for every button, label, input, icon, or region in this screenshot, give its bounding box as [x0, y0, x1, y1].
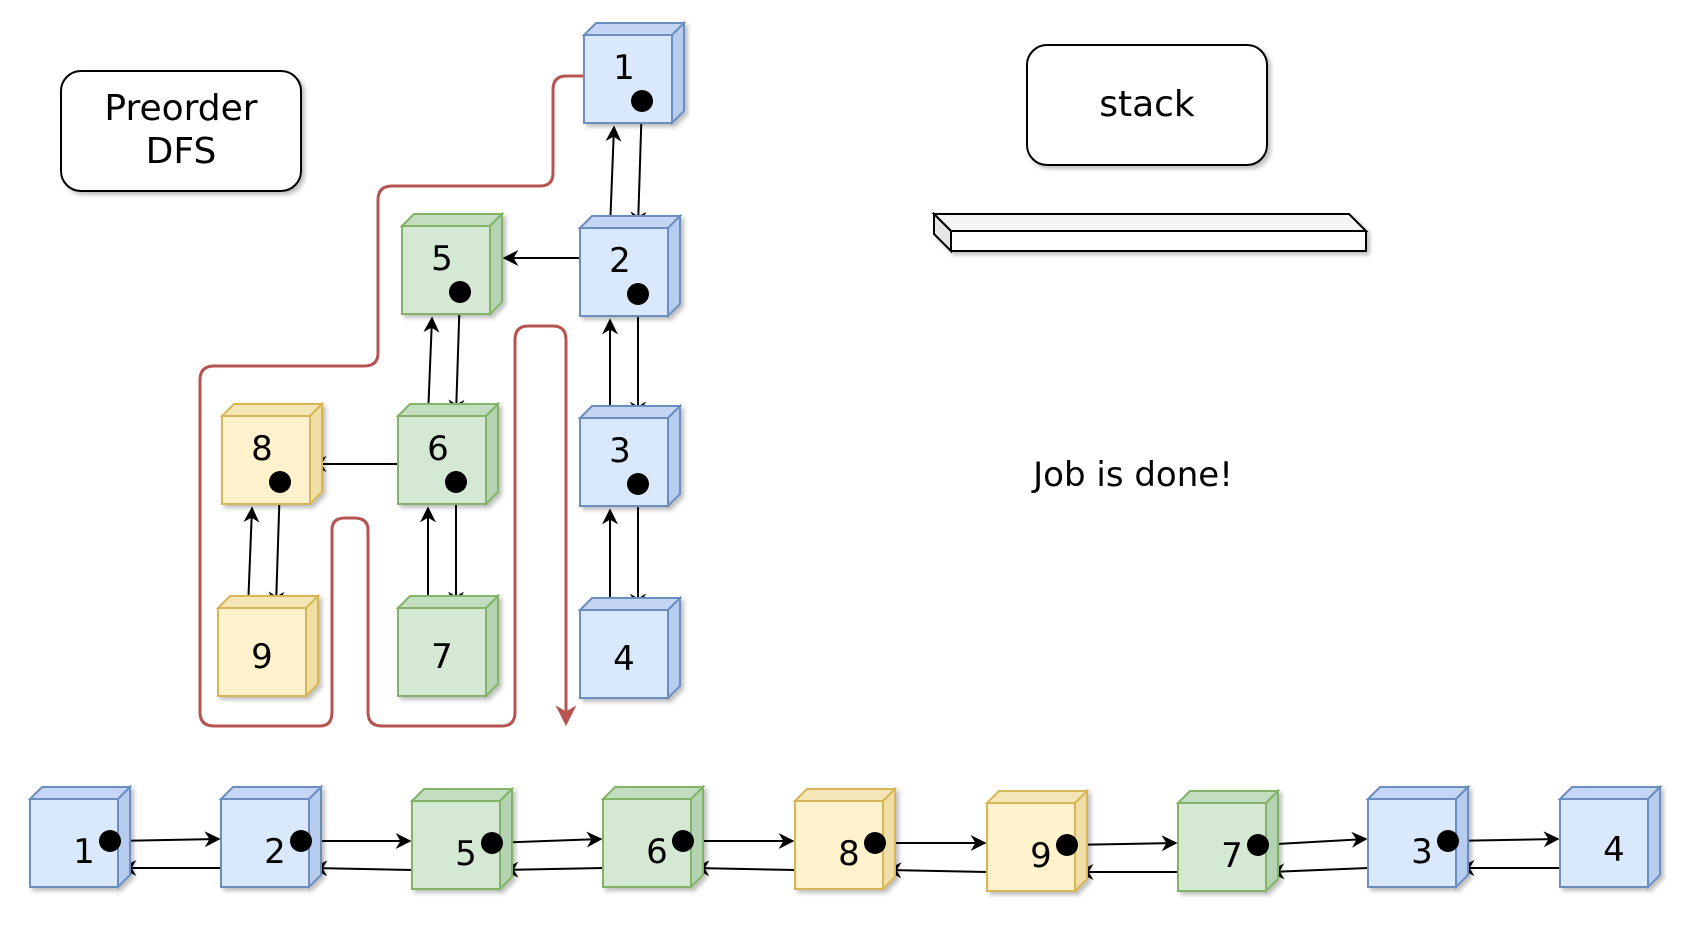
list-node-5-pointer-dot: [481, 832, 503, 854]
list-node-4: 4: [1557, 784, 1663, 890]
list-prev-9-8: [885, 862, 988, 879]
list-node-6-label: 6: [646, 832, 668, 872]
tree-node-6-pointer-dot: [445, 471, 467, 493]
tree-node-3-label: 3: [609, 431, 631, 471]
list-node-9-label: 9: [1030, 836, 1052, 876]
tree-node-8-label: 8: [251, 429, 273, 469]
edge-6-to-5: [423, 316, 440, 417]
tree-node-7: 7: [395, 593, 501, 699]
title-line-2: DFS: [146, 131, 217, 172]
tree-node-8: 8: [219, 401, 325, 507]
tree-node-1: 1: [581, 20, 687, 126]
list-node-9-pointer-dot: [1056, 834, 1078, 856]
list-node-7-pointer-dot: [1247, 834, 1269, 856]
list-node-1: 1: [27, 784, 133, 890]
stack-shelf: [931, 211, 1369, 254]
list-prev-3-7: [1268, 863, 1369, 880]
tree-node-7-label: 7: [431, 637, 453, 677]
edge-2-to-1: [605, 125, 622, 229]
list-node-6: 6: [600, 784, 706, 890]
list-node-7-label: 7: [1221, 836, 1243, 876]
list-node-3-pointer-dot: [1437, 830, 1459, 852]
list-node-1-label: 1: [73, 832, 95, 872]
tree-node-3-pointer-dot: [627, 473, 649, 495]
tree-node-5-pointer-dot: [449, 281, 471, 303]
tree-node-6-label: 6: [427, 429, 449, 469]
tree-node-4-label: 4: [613, 639, 635, 679]
tree-node-2: 2: [577, 213, 683, 319]
tree-node-9: 9: [215, 593, 321, 699]
tree-node-3: 3: [577, 403, 683, 509]
traversal-path: [198, 74, 583, 728]
title-line-1: Preorder: [104, 88, 257, 129]
tree-node-1-pointer-dot: [631, 90, 653, 112]
list-node-5: 5: [409, 786, 515, 892]
status-message: Job is done!: [1031, 455, 1233, 495]
linked-list: 1 2 5 6 8 9 7 3 4: [27, 784, 1663, 894]
edge-9-to-8: [243, 506, 260, 609]
list-node-4-label: 4: [1603, 830, 1625, 870]
tree-node-9-label: 9: [251, 637, 273, 677]
list-prev-5-2: [311, 860, 413, 877]
list-prev-6-5: [502, 861, 604, 878]
list-prev-8-6: [693, 860, 796, 877]
tree-node-6: 6: [395, 401, 501, 507]
tree-node-2-pointer-dot: [627, 283, 649, 305]
tree-node-1-label: 1: [613, 48, 635, 88]
tree-edges: [243, 100, 647, 610]
list-node-8-label: 8: [838, 834, 860, 874]
list-node-8: 8: [792, 786, 898, 892]
tree-node-4: 4: [577, 595, 683, 701]
list-node-8-pointer-dot: [864, 832, 886, 854]
tree-node-8-pointer-dot: [269, 471, 291, 493]
stack-label: stack: [1099, 84, 1195, 125]
title-box: Preorder DFS: [60, 70, 302, 192]
list-node-5-label: 5: [455, 834, 477, 874]
list-node-3: 3: [1365, 784, 1471, 890]
list-node-2-label: 2: [264, 832, 286, 872]
tree-node-5: 5: [399, 211, 505, 317]
list-node-6-pointer-dot: [672, 830, 694, 852]
list-node-7: 7: [1175, 788, 1281, 894]
tree-node-2-label: 2: [609, 241, 631, 281]
list-node-9: 9: [984, 788, 1090, 894]
list-node-3-label: 3: [1411, 832, 1433, 872]
list-node-2-pointer-dot: [290, 830, 312, 852]
stack-box: stack: [1026, 44, 1268, 166]
tree-node-5-label: 5: [431, 239, 453, 279]
list-node-2: 2: [218, 784, 324, 890]
tree: 1 2 3 4 5 6 7 8 9: [215, 20, 687, 701]
list-node-1-pointer-dot: [99, 830, 121, 852]
